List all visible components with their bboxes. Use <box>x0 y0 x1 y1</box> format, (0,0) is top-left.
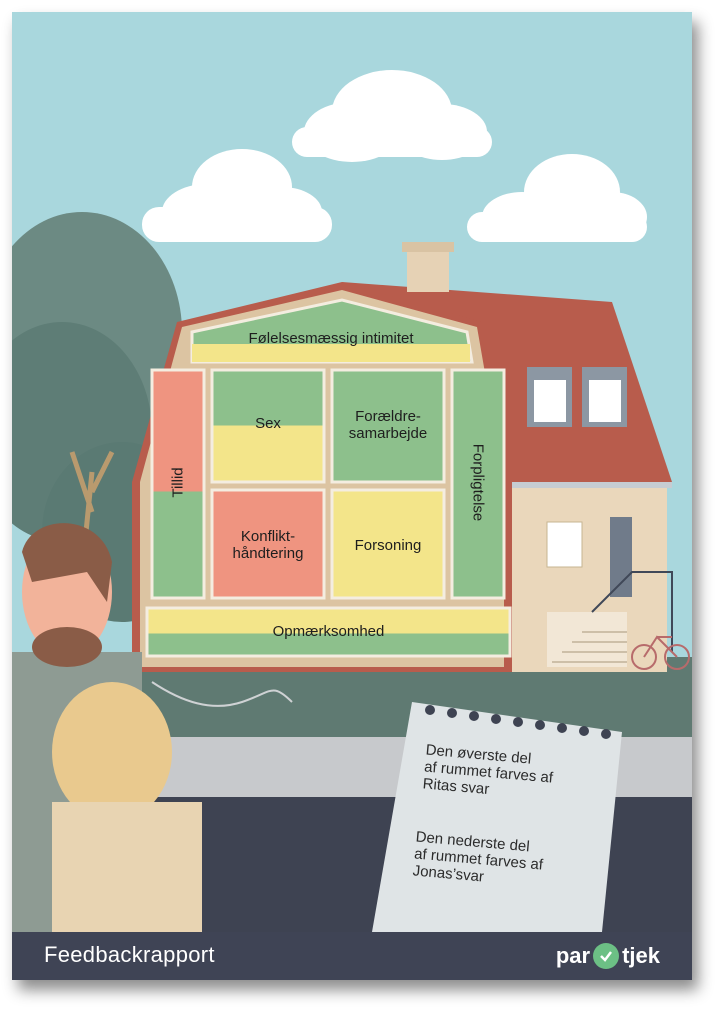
checkmark-icon <box>593 943 620 969</box>
brand-right: tjek <box>622 943 660 968</box>
footer-title: Feedbackrapport <box>44 942 215 967</box>
partjek-logo: par tjek <box>556 941 660 971</box>
cloud <box>142 149 332 242</box>
bicycle <box>631 635 690 670</box>
room-commitment: Forpligtelse <box>469 443 487 522</box>
cloud <box>292 70 492 162</box>
house-illustration <box>12 12 692 932</box>
room-conflict-handling: Konflikt- håndtering <box>232 528 304 562</box>
room-trust: Tillid <box>169 467 187 498</box>
cloud <box>467 154 647 242</box>
brand-left: par <box>555 943 591 968</box>
report-cover: Følelsesmæssig intimitet Sex Forældre- s… <box>12 12 692 980</box>
footer-bar: Feedbackrapport par tjek <box>12 932 692 980</box>
room-sex: Sex <box>255 415 281 432</box>
room-co-parenting: Forældre- samarbejde <box>348 408 428 442</box>
room-reconciliation: Forsoning <box>354 537 422 554</box>
room-grid <box>145 298 512 658</box>
room-emotional-intimacy: Følelsesmæssig intimitet <box>248 330 414 347</box>
note-paper <box>372 702 622 932</box>
room-attentiveness: Opmærksomhed <box>272 623 385 640</box>
couple-figures <box>12 523 202 932</box>
